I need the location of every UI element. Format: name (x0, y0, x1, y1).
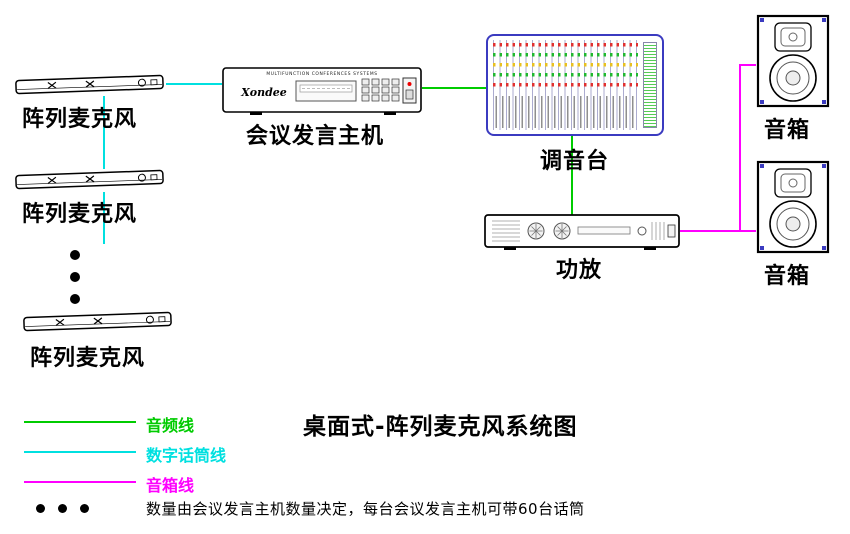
connector-mic1-mic2 (103, 96, 105, 169)
connector-amp-speaker-bottom (680, 230, 756, 232)
mic2-label: 阵列麦克风 (22, 202, 138, 227)
legend-digital-mic-line-label: 数字话筒线 (146, 446, 227, 465)
legend-audio-line-swatch (24, 421, 136, 423)
connector-host-mixer (422, 87, 486, 89)
mixer-device (486, 34, 664, 136)
connector-mixer-amp (571, 136, 573, 216)
diagram-title: 桌面式-阵列麦克风系统图 (303, 414, 578, 440)
legend-ellipsis-dot (36, 504, 45, 513)
amplifier-device (484, 214, 680, 250)
speaker-tweeter (774, 22, 812, 52)
amp-fan-right (553, 222, 571, 240)
speaker-bottom-device (756, 160, 830, 254)
array-microphone-1-device (15, 74, 164, 95)
mixer-label: 调音台 (540, 149, 610, 174)
speaker-tweeter (774, 168, 812, 198)
amp-fan-left (527, 222, 545, 240)
mixer-meter (643, 42, 657, 128)
amp-knob (637, 226, 647, 236)
array-microphone-3-device (23, 311, 172, 332)
array-microphone-2-device (15, 169, 164, 190)
ellipsis-dot (70, 294, 80, 304)
host-power-led (407, 82, 412, 86)
legend-digital-mic-line-swatch (24, 451, 136, 453)
connector-mic2-chain (103, 192, 105, 244)
ellipsis-dot (70, 272, 80, 282)
host-label: 会议发言主机 (246, 124, 385, 149)
speaker-top-device (756, 14, 830, 108)
host-brand-text: Xondee (240, 86, 287, 99)
mixer-knob-rows (493, 41, 638, 89)
speaker-top-label: 音箱 (764, 118, 811, 143)
conference-host-device: MULTIFUNCTION CONFERENCES SYSTEMS Xondee (222, 67, 422, 115)
connector-amp-speaker-top-vert (739, 64, 741, 232)
legend-ellipsis-dot (80, 504, 89, 513)
amplifier-label: 功放 (556, 258, 603, 283)
host-button-grid (361, 78, 400, 102)
connector-amp-speaker-top-horiz (739, 64, 756, 66)
host-panel-text: MULTIFUNCTION CONFERENCES SYSTEMS (266, 71, 377, 77)
ellipsis-dot (70, 250, 80, 260)
amp-slot (577, 226, 631, 235)
host-power-switch (405, 89, 414, 100)
legend-audio-line-label: 音频线 (146, 416, 195, 435)
amp-power-switch (667, 224, 676, 238)
connector-mic1-host (166, 83, 222, 85)
mixer-faders (493, 96, 638, 128)
legend-speaker-line-label: 音箱线 (146, 476, 195, 495)
mic3-label: 阵列麦克风 (30, 346, 146, 371)
mic1-label: 阵列麦克风 (22, 107, 138, 132)
legend-ellipsis-dot (58, 504, 67, 513)
legend-speaker-line-swatch (24, 481, 136, 483)
speaker-bottom-label: 音箱 (764, 264, 811, 289)
legend-note: 数量由会议发言主机数量决定，每台会议发言主机可带60台话筒 (146, 500, 585, 518)
